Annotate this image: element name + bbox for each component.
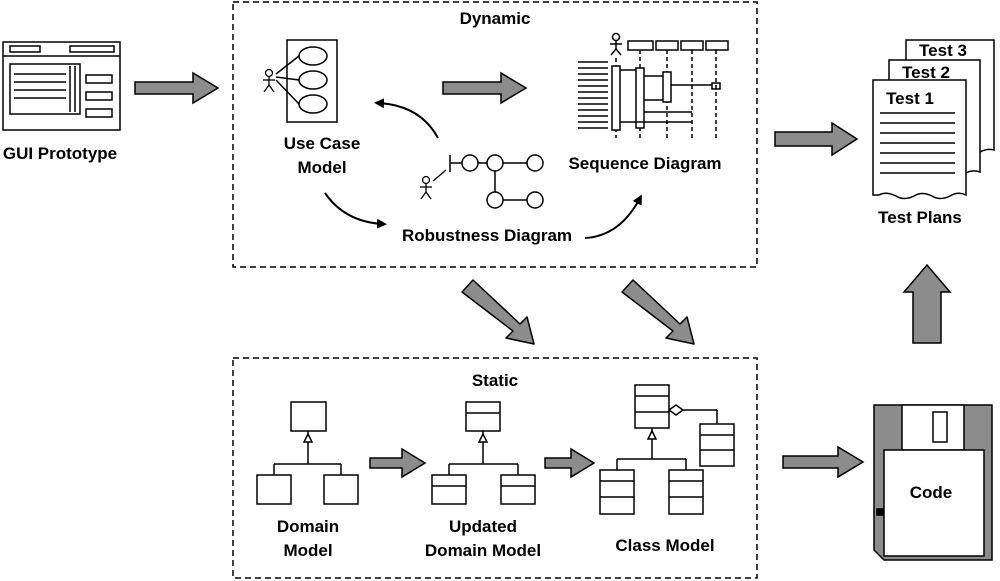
arrow-code-to-testplans [902, 263, 952, 344]
arrow-updated-to-class [544, 447, 596, 479]
use-case-model-icon [275, 39, 338, 123]
test-plans-label: Test Plans [878, 208, 962, 227]
sequence-diagram-icon [578, 32, 729, 140]
updated-domain-label-line1: Updated [449, 517, 517, 536]
arrow-dynamic-to-static-right [621, 279, 695, 345]
dynamic-group-title: Dynamic [460, 9, 531, 28]
code-label: Code [910, 483, 953, 502]
test2-label: Test 2 [902, 63, 950, 82]
gui-prototype-label: GUI Prototype [3, 144, 117, 163]
arrow-usecase-to-sequence [442, 71, 528, 105]
domain-model-icon [256, 401, 359, 505]
use-case-label-line2: Model [297, 158, 346, 177]
robustness-diagram-icon [449, 154, 544, 209]
class-model-label: Class Model [615, 536, 714, 555]
arrow-class-to-code [782, 445, 865, 479]
curve-robustness-to-usecase [374, 98, 439, 139]
robustness-label: Robustness Diagram [402, 226, 572, 245]
dynamic-group-box [232, 1, 758, 268]
test1-label: Test 1 [886, 89, 934, 108]
updated-domain-label-line2: Domain Model [425, 541, 541, 560]
arrow-dynamic-to-static-left [461, 279, 535, 345]
test-plans-icon [872, 39, 995, 200]
arrow-sequence-to-testplans [774, 121, 859, 157]
arrow-domain-to-updated [369, 447, 427, 479]
arrow-gui-to-usecase [134, 71, 220, 105]
curve-usecase-to-robustness [324, 192, 387, 229]
sequence-label: Sequence Diagram [568, 154, 721, 173]
class-model-icon [599, 384, 735, 515]
code-floppy-icon [873, 404, 993, 561]
domain-model-label-line2: Model [283, 541, 332, 560]
static-group-title: Static [472, 371, 518, 390]
gui-prototype-icon [2, 41, 121, 131]
domain-model-label-line1: Domain [277, 517, 339, 536]
actor-icon [263, 68, 275, 93]
use-case-label-line1: Use Case [284, 134, 361, 153]
static-group-box [232, 357, 758, 579]
test3-label: Test 3 [919, 41, 967, 60]
robustness-actor-icon [420, 169, 447, 200]
updated-domain-model-icon [431, 401, 536, 505]
curve-robustness-to-sequence [584, 194, 642, 239]
